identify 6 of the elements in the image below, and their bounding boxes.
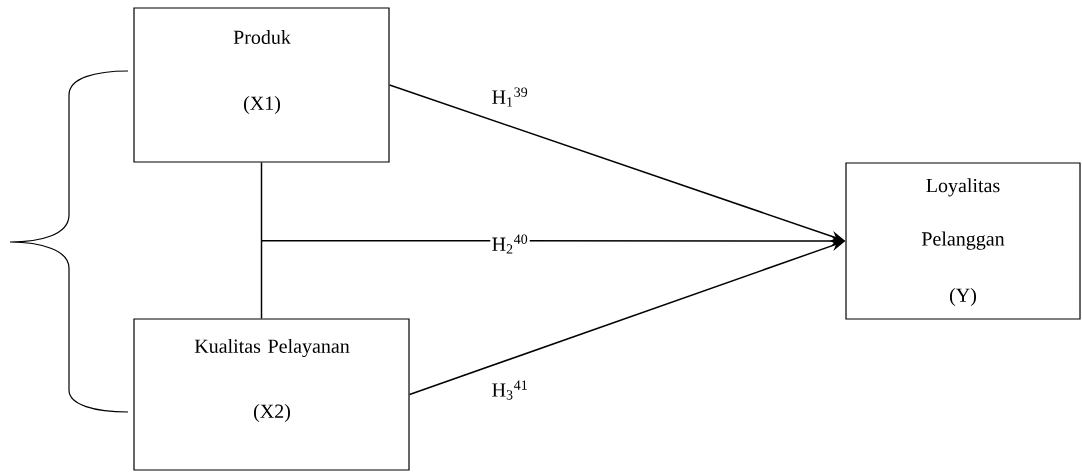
edge-label: H$_{1}$39 [490,86,530,108]
variable-box: Loyalitas Pelanggan (Y) [845,162,1081,320]
variable-box: Produk (X1) [133,7,390,163]
edge-label: H$_{3}$41 [490,379,530,401]
edge-label: H$_{2}$40 [490,233,530,255]
variable-box: Kualitas Pelayanan (X2) [133,318,410,471]
